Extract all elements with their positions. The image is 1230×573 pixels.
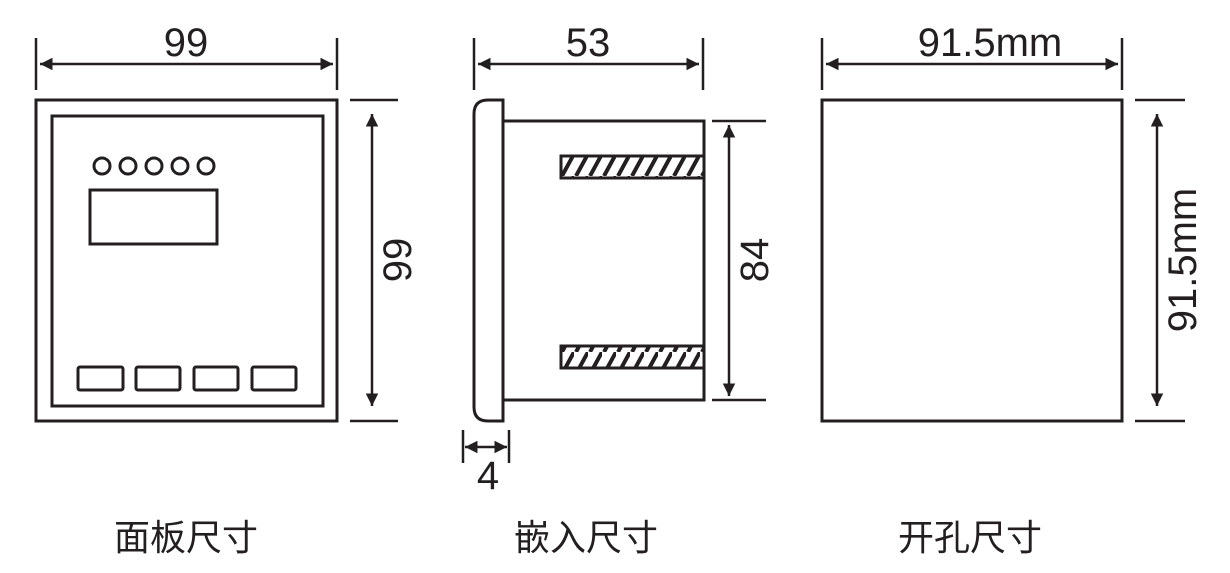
panel-height-dimension: 99 <box>350 98 420 423</box>
panel-button-icon <box>134 365 182 392</box>
led-icon <box>92 156 112 176</box>
led-icon <box>118 156 138 176</box>
panel-width-label: 99 <box>164 21 209 65</box>
cutout-width-dimension: 91.5mm <box>820 21 1124 90</box>
bezel <box>472 98 505 423</box>
cutout-height-label: 91.5mm <box>1161 188 1205 333</box>
panel-caption: 面板尺寸 <box>114 518 258 559</box>
panel-outer-frame <box>34 98 339 423</box>
cutout-outline <box>820 98 1124 423</box>
depth-label: 53 <box>566 21 611 65</box>
mounting-clip-bottom <box>559 344 706 370</box>
panel-view: 99 99 面板尺寸 <box>34 21 420 559</box>
panel-height-label: 99 <box>376 238 420 283</box>
panel-width-dimension: 99 <box>34 21 339 90</box>
panel-button-icon <box>76 365 125 392</box>
bezel-thickness-label: 4 <box>477 454 499 498</box>
panel-inner-frame <box>50 114 325 408</box>
depth-dimension: 53 <box>472 21 705 90</box>
cutout-caption: 开孔尺寸 <box>898 518 1042 559</box>
cutout-width-label: 91.5mm <box>918 21 1063 65</box>
indicator-leds <box>92 156 216 176</box>
led-icon <box>196 156 216 176</box>
panel-buttons <box>76 365 298 392</box>
mounting-clip-top <box>559 154 706 180</box>
led-icon <box>170 156 190 176</box>
bezel-thickness-dimension: 4 <box>461 430 511 498</box>
led-icon <box>144 156 164 176</box>
panel-button-icon <box>250 365 298 392</box>
panel-button-icon <box>192 365 240 392</box>
cutout-height-dimension: 91.5mm <box>1135 98 1205 423</box>
display-window <box>88 188 219 246</box>
side-caption: 嵌入尺寸 <box>514 518 658 559</box>
cutout-view: 91.5mm 91.5mm 开孔尺寸 <box>820 21 1205 559</box>
body-height-dimension: 84 <box>712 119 777 402</box>
side-view: 53 84 4 嵌入尺寸 <box>461 21 777 559</box>
housing-body <box>501 119 706 402</box>
body-height-label: 84 <box>733 238 777 283</box>
